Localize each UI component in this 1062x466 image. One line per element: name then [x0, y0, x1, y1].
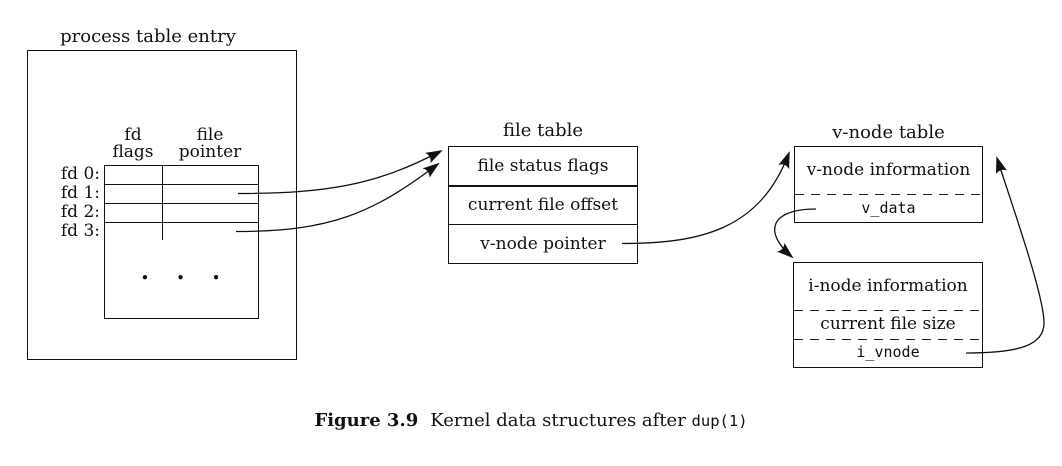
fd-flags-column-header: fd flags	[104, 127, 162, 161]
inode-box: i-node information current file size i_v…	[793, 262, 983, 368]
current-file-size-row: current file size	[820, 314, 956, 334]
fd-table-ellipsis: • • •	[140, 268, 223, 287]
fd-table-ellipsis-box: • • •	[104, 240, 259, 320]
file-table-divider-thick	[449, 184, 637, 187]
vnode-table-title: v-node table	[832, 122, 945, 143]
figure-caption-text: Kernel data structures after	[430, 410, 686, 431]
inode-dashed-divider-1	[794, 309, 982, 311]
file-table-box: file status flags current file offset v-…	[448, 146, 638, 264]
fd-3-label: fd 3:	[60, 221, 100, 241]
fd-row-divider	[105, 202, 258, 205]
figure-caption-label: Figure 3.9	[314, 410, 419, 431]
figure-caption-code: dup(1)	[691, 412, 748, 430]
file-table-divider	[449, 224, 637, 226]
v-data-field: v_data	[861, 199, 916, 217]
vnode-pointer-row: v-node pointer	[480, 234, 606, 254]
fd-table-grid	[104, 165, 259, 242]
fd-row-divider	[105, 183, 258, 186]
fd-flags-header-line1: fd	[124, 125, 142, 145]
vnode-dashed-divider	[795, 193, 982, 195]
fd-1-label: fd 1:	[60, 183, 100, 203]
figure-caption: Figure 3.9 Kernel data structures after d…	[0, 410, 1062, 431]
file-pointer-header-line2: pointer	[178, 142, 242, 162]
arrow-vnode-pointer-to-vnode-table	[621, 151, 790, 245]
vnode-table-box: v-node information v_data	[794, 146, 983, 223]
vnode-information-row: v-node information	[806, 160, 971, 180]
inode-dashed-divider-2	[794, 338, 982, 340]
fd-row-divider	[105, 221, 258, 224]
fd-flags-header-line2: flags	[112, 142, 154, 162]
inode-information-row: i-node information	[808, 276, 968, 296]
file-status-flags-row: file status flags	[477, 156, 609, 176]
file-pointer-column-header: file pointer	[162, 127, 258, 161]
process-table-title: process table entry	[60, 26, 236, 47]
file-table-title: file table	[502, 120, 584, 141]
fd-0-label: fd 0:	[60, 164, 100, 184]
fd-2-label: fd 2:	[60, 202, 100, 222]
i-vnode-field: i_vnode	[856, 343, 920, 361]
current-file-offset-row: current file offset	[467, 195, 619, 215]
fd-column-divider	[161, 166, 163, 241]
file-pointer-header-line1: file	[196, 125, 224, 145]
